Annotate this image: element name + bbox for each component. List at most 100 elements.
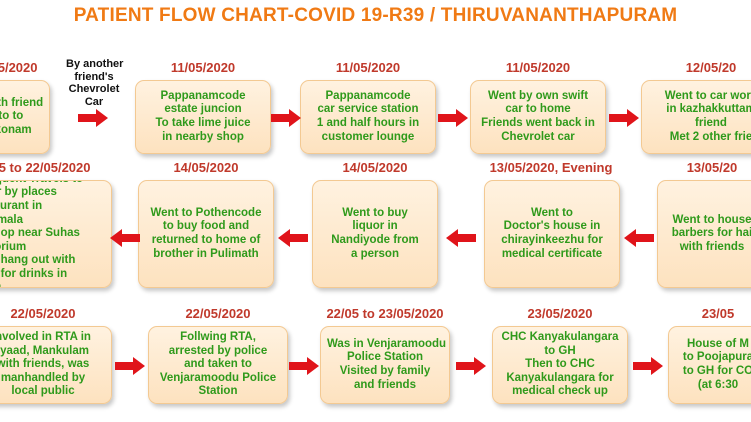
step-text-line: estaurant in (0, 200, 43, 213)
step-text-line: aikonam (0, 123, 32, 136)
step-text-line: Station (198, 385, 238, 398)
car-note-line: Car (84, 95, 104, 108)
step-text-line: iditorium (0, 240, 27, 253)
step-text-line: Met 2 other frie (669, 130, 751, 143)
step-text-line: Police Station (346, 351, 424, 364)
step-text-line: Kanyakulangara for (506, 371, 614, 384)
step-text-line: customer lounge (321, 130, 415, 143)
step-text-line: friend (695, 117, 727, 129)
step-text-line: Went to car work (664, 89, 751, 102)
step-text-line: returned to home of (151, 234, 261, 246)
arrow-right-icon (115, 357, 145, 375)
step-text-line: barbers for hai (671, 227, 751, 240)
step-text-line: manhandled by (0, 371, 86, 384)
step-text-line: egamala (0, 213, 24, 226)
arrow-right-icon (78, 109, 108, 127)
step-text-line: To take lime juice (155, 117, 251, 129)
step-date: 11/05/2020 (505, 60, 571, 75)
step-date: 22/05 to 23/05/2020 (326, 306, 444, 321)
step-text-line: local public (11, 385, 75, 398)
step-text-line: Friends went back in (481, 117, 595, 129)
step-date: 23/05 (701, 306, 735, 321)
step-text-line: liquor in (352, 220, 398, 233)
step-text-line: estate juncion (164, 103, 242, 116)
arrow-right-icon (633, 357, 663, 375)
step-text-line: Visited by family (339, 365, 431, 377)
step-text-line: Pappanamcode (325, 89, 411, 102)
step-text-line: to buy food and (162, 220, 250, 233)
step-date: 22/05/2020 (185, 306, 251, 321)
step-box: with friendauto toaikonam (0, 80, 50, 154)
step-text-line: to GH for CO (682, 365, 751, 377)
step-date: 13/05/20 (686, 160, 738, 175)
car-note: By another friend's Chevrolet Car (66, 58, 124, 108)
step-text-line: in nearby shop (162, 130, 244, 143)
arrow-left-icon (446, 229, 476, 247)
step-text-line: Pappanamcode (160, 89, 246, 102)
step-text-line: e to hang out with (0, 254, 76, 267)
step-date: 14/05/2020 (342, 160, 408, 175)
arrow-right-icon (438, 109, 468, 127)
step-text-line: car to home (505, 103, 571, 116)
step-text-line: Frequent Travels to (0, 181, 105, 186)
step-text-line: with friend (0, 96, 44, 109)
step-text-line: Nandiyode from (331, 234, 419, 246)
step-text-line: ning (0, 282, 105, 287)
step-text-line: near by places (0, 186, 57, 199)
step-text-line: to Poojapura (682, 351, 751, 364)
step-date: 05/2020 (0, 60, 38, 75)
step-text-line: nds for drinks in (0, 267, 68, 280)
step-text-line: n shop near Suhas (0, 227, 80, 240)
step-text-line: nvolved in RTA in (0, 331, 91, 344)
arrow-left-icon (110, 229, 140, 247)
car-note-line: By another (66, 58, 124, 70)
step-date: 05 to 22/05/2020 (0, 160, 91, 175)
arrow-right-icon (271, 109, 301, 127)
step-text-line: and friends (354, 378, 416, 391)
arrow-right-icon (456, 357, 486, 375)
step-text-line: medical certificate (501, 247, 603, 260)
step-text-line: Chevrolet car (501, 130, 575, 143)
step-text-line: medical check up (512, 385, 608, 398)
step-text-line: House of M (687, 337, 749, 350)
car-note-line: Chevrolet (68, 83, 120, 95)
step-text-line: chirayinkeezhu for (501, 234, 603, 246)
step-date: 23/05/2020 (527, 306, 593, 321)
car-note-line: friend's (74, 70, 114, 83)
step-text-line: Went to (531, 206, 573, 219)
step-date: 11/05/2020 (170, 60, 236, 75)
step-date: 13/05/2020, Evening (489, 160, 613, 175)
arrow-left-icon (278, 229, 308, 247)
step-text-line: with friends, was (0, 358, 90, 371)
step-text-line: Went to house (672, 213, 751, 226)
step-text-line: Doctor's house in (503, 220, 601, 233)
step-text-line: Went to Pothencode (150, 206, 262, 219)
step-text-line: CHC Kanyakulangara (501, 331, 619, 344)
step-date: 14/05/2020 (173, 160, 239, 175)
step-text-line: with friends (679, 240, 745, 253)
step-date: 11/05/2020 (335, 60, 401, 75)
step-text-line: auto to (0, 110, 24, 123)
step-text-line: a person (351, 247, 399, 260)
step-box: Frequent Travels tonear by placesestaura… (0, 180, 112, 288)
step-text-line: Went to buy (342, 206, 408, 219)
step-text-line: Was in Venjaramoodu (327, 337, 447, 350)
step-text-line: iyaad, Mankulam (0, 344, 90, 357)
step-text-line: car service station (317, 103, 419, 116)
step-text-line: in kazhakkuttam (666, 103, 751, 116)
step-text-line: and taken to (184, 358, 252, 371)
step-text-line: Then to CHC (525, 358, 595, 371)
step-date: 12/05/20 (685, 60, 737, 75)
